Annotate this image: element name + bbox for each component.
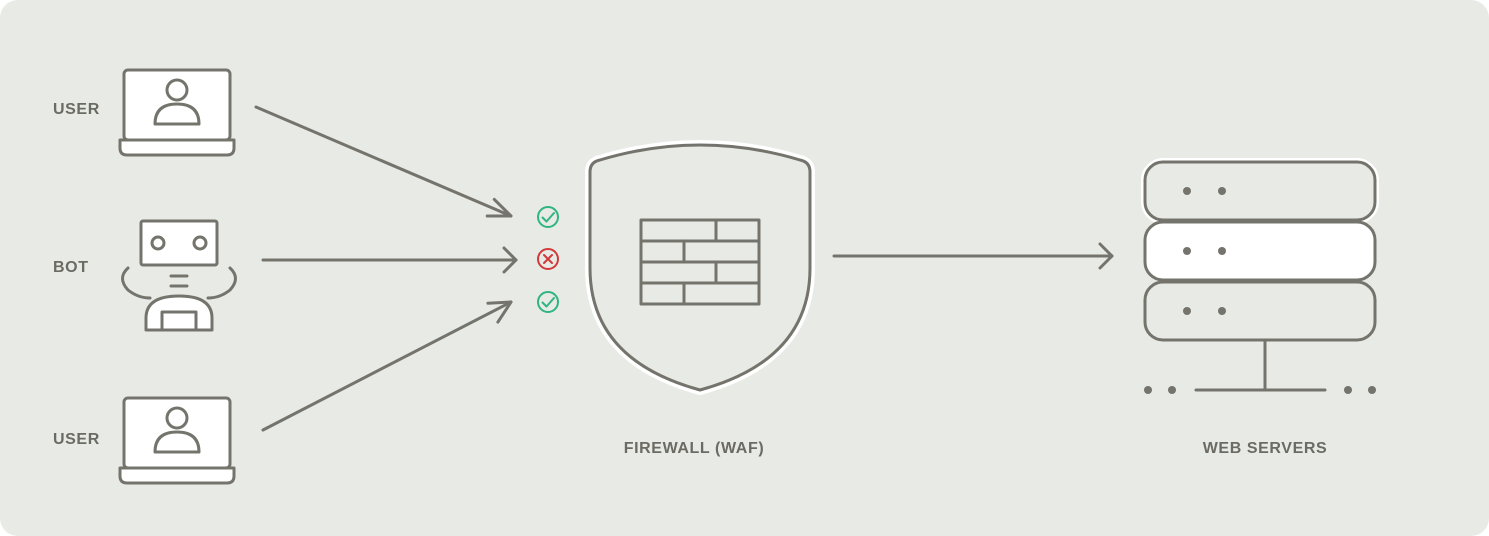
robot-icon — [121, 219, 237, 332]
servers-label: WEB SERVERS — [1202, 440, 1328, 457]
check-icon — [537, 291, 559, 313]
laptop-user-icon — [118, 68, 236, 157]
arrow-to-servers — [832, 242, 1114, 270]
firewall-label: FIREWALL (WAF) — [623, 440, 765, 457]
arrow-bot — [261, 246, 518, 274]
server-lights — [1144, 187, 1376, 394]
x-icon — [537, 248, 559, 270]
source-label-bot: BOT — [53, 259, 89, 276]
source-label-user-top: USER — [53, 101, 100, 118]
check-icon — [537, 206, 559, 228]
laptop-user-icon — [118, 396, 236, 485]
arrow-user-top — [254, 105, 513, 218]
arrow-user-bottom — [261, 300, 513, 432]
shield-brick-wall-icon — [585, 140, 815, 395]
server-rack-icon — [1141, 158, 1379, 392]
source-label-user-bottom: USER — [53, 431, 100, 448]
